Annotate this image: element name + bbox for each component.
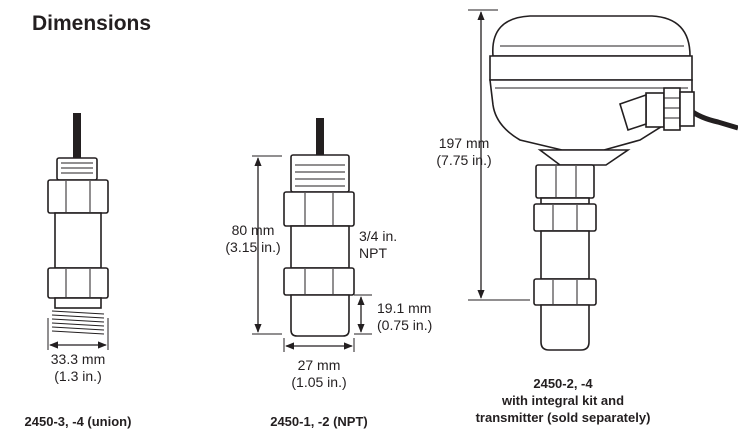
- npt-thread-size: 3/4 in.: [359, 228, 398, 244]
- npt-height-label: 80 mm (3.15 in.): [219, 222, 287, 256]
- npt-sensor-illustration: [283, 118, 355, 352]
- npt-tip-label: 19.1 mm (0.75 in.): [377, 300, 432, 334]
- integral-caption-line3: transmitter (sold separately): [475, 410, 651, 425]
- integral-height-label: 197 mm (7.75 in.): [426, 135, 502, 169]
- integral-caption-line2: with integral kit and: [501, 393, 625, 408]
- npt-tip-in: (0.75 in.): [377, 317, 433, 333]
- integral-caption: 2450-2, -4 with integral kit and transmi…: [430, 375, 696, 426]
- union-caption: 2450-3, -4 (union): [24, 414, 132, 429]
- npt-height-in: (3.15 in.): [225, 239, 281, 255]
- union-width-label: 33.3 mm (1.3 in.): [48, 351, 108, 385]
- page-title: Dimensions: [32, 12, 152, 35]
- union-width-mm: 33.3 mm: [50, 351, 106, 367]
- npt-caption: 2450-1, -2 (NPT): [270, 414, 368, 429]
- integral-height-in: (7.75 in.): [436, 152, 492, 168]
- npt-height-mm: 80 mm: [231, 222, 275, 238]
- npt-width-in: (1.05 in.): [291, 374, 347, 390]
- npt-width-label: 27 mm (1.05 in.): [282, 357, 356, 391]
- union-sensor-illustration: [47, 113, 109, 350]
- npt-tip-mm: 19.1 mm: [377, 300, 432, 316]
- integral-caption-line1: 2450-2, -4: [533, 376, 593, 391]
- integral-height-mm: 197 mm: [438, 135, 490, 151]
- npt-thread-label: 3/4 in. NPT: [359, 228, 397, 262]
- union-width-in: (1.3 in.): [54, 368, 102, 384]
- npt-width-mm: 27 mm: [297, 357, 341, 373]
- npt-thread-type: NPT: [359, 245, 387, 261]
- integral-sensor-illustration: [489, 15, 738, 351]
